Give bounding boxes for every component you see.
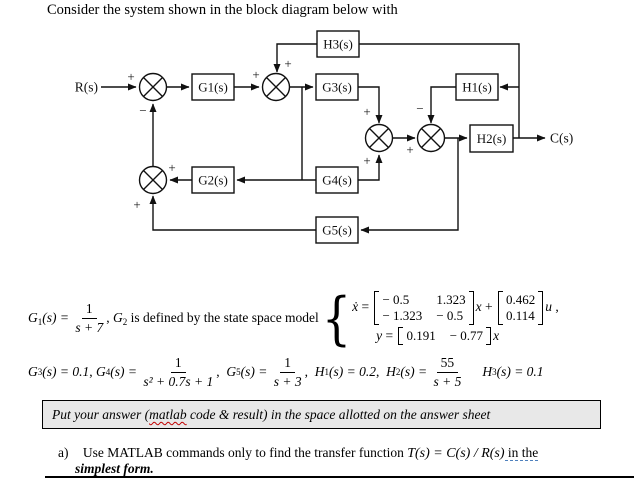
matrix-B: 0.462 0.114 — [497, 290, 544, 326]
matrix-C: 0.191− 0.77 — [398, 327, 492, 346]
block-h1 — [455, 73, 499, 101]
block-g1-label: G1(s) — [198, 80, 228, 95]
sign-sj4-plus-bottom: + — [133, 197, 140, 212]
state-space-intro: is defined by the state space model — [127, 310, 319, 325]
page-title: Consider the system shown in the block d… — [47, 2, 398, 18]
block-h1-label: H1(s) — [462, 80, 492, 95]
question-a-label: a) — [58, 445, 69, 460]
comma: , — [106, 310, 113, 325]
g1-fraction: 1 s + 7 — [75, 300, 104, 335]
question-a-text: Use MATLAB commands only to find the tra… — [82, 445, 408, 460]
block-h3 — [316, 30, 360, 58]
question-a-emphasis: simplest form. — [75, 461, 154, 476]
block-diagram: H3(s) G1(s) G3(s) H1(s) H2(s) G2(s) G4(s… — [75, 30, 573, 244]
block-h3-label: H3(s) — [323, 37, 353, 52]
spellcheck-word: matlab — [149, 407, 187, 422]
block-g4 — [315, 166, 359, 194]
question-a: a) Use MATLAB commands only to find the … — [58, 445, 539, 462]
sign-sj2-plus-left: + — [252, 67, 259, 82]
summing-junction-3 — [364, 123, 394, 153]
block-g4-label: G4(s) — [322, 173, 352, 188]
block-h2 — [469, 124, 514, 153]
transfer-function-expression: T(s) = C(s) / R(s) — [407, 446, 505, 461]
input-label: R(s) — [75, 80, 98, 95]
block-g2 — [191, 166, 235, 194]
bottom-rule — [45, 476, 634, 478]
wire-h3-sj2 — [273, 43, 317, 73]
sign-sj3a-plus-bottom: + — [363, 153, 370, 168]
grammar-check-underline: in the — [504, 445, 539, 461]
instruction-text-post: code & result) in the space allotted on … — [186, 407, 491, 422]
sign-sj1-minus: − — [139, 103, 146, 118]
wire-g5-sj4 — [149, 195, 316, 231]
wire-g3-sj3a — [358, 86, 383, 124]
wire-tap-h3 — [359, 43, 520, 138]
sign-sj3b-minus-top: − — [416, 101, 423, 116]
sign-sj4-plus-right: + — [168, 160, 175, 175]
wire-g4-sj3a — [358, 154, 383, 181]
g1-definition: G1(s) = — [28, 309, 73, 327]
block-g5-label: G5(s) — [322, 223, 352, 238]
sign-sj1-plus: + — [127, 69, 134, 84]
block-g5 — [315, 216, 359, 244]
sign-sj3a-plus-top: + — [363, 104, 370, 119]
g2-symbol: G2 — [112, 309, 128, 327]
block-h2-label: H2(s) — [477, 131, 507, 146]
summing-junction-5 — [138, 165, 168, 195]
output-label: C(s) — [550, 131, 573, 146]
block-g2-label: G2(s) — [198, 173, 228, 188]
block-g3-label: G3(s) — [322, 80, 352, 95]
brace: { — [321, 284, 352, 352]
wire-h1-sj3b — [427, 86, 456, 124]
summing-junction-2 — [261, 72, 291, 102]
instruction-text-pre: Put your answer ( — [52, 407, 150, 422]
sign-sj2-plus-top: + — [284, 56, 291, 71]
block-g1 — [191, 73, 235, 101]
equation-line-1: G1(s) = 1 s + 7 , G2 is defined by the s… — [28, 284, 559, 352]
sign-sj3b-plus-left: + — [406, 142, 413, 157]
summing-junction-1 — [138, 72, 168, 102]
instruction-banner: Put your answer (matlab code & result) i… — [42, 400, 601, 429]
summing-junction-4 — [416, 123, 446, 153]
wire-tap-g5 — [360, 138, 459, 234]
block-g3 — [315, 73, 359, 101]
